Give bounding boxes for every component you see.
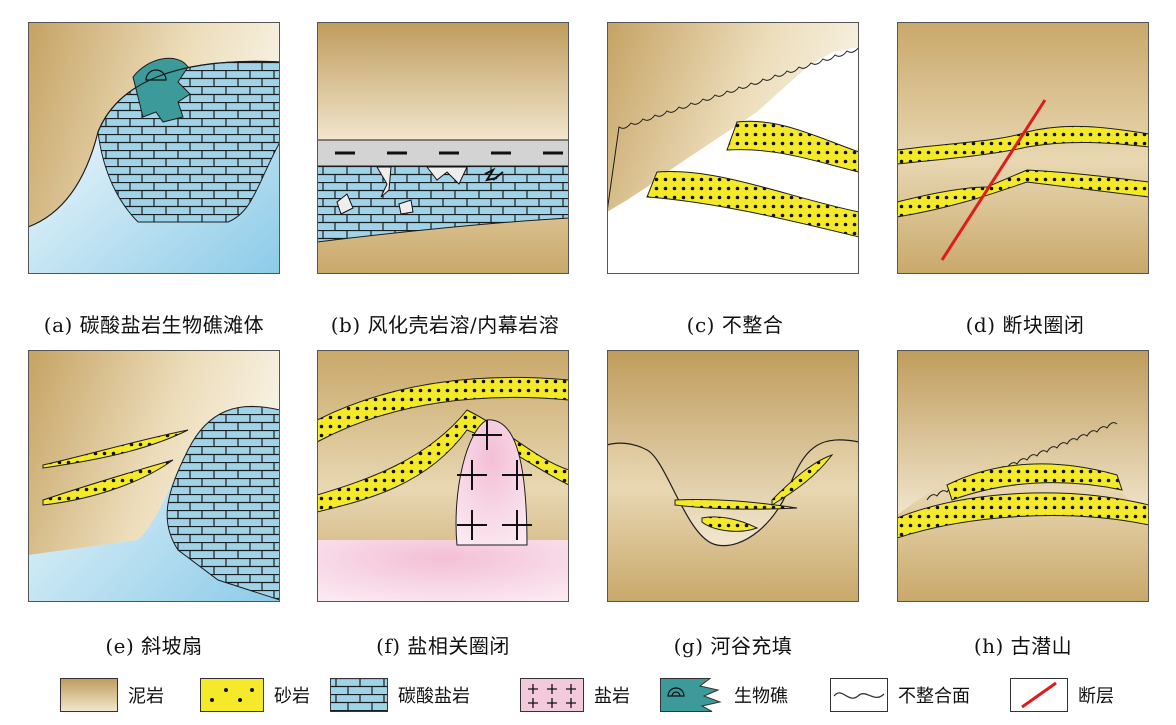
unconformity-swatch-icon [830, 678, 888, 712]
caption-e: (e) 斜坡扇 [105, 634, 203, 658]
mudstone-swatch-icon [60, 678, 118, 712]
legend-reef-label: 生物礁 [734, 686, 788, 707]
panel-fault-block [897, 22, 1149, 274]
legend-mudstone: 泥岩 [60, 675, 164, 715]
legend-carbonate: 碳酸盐岩 [330, 675, 470, 715]
reef-swatch-icon [660, 678, 722, 712]
fault-swatch-icon [1010, 678, 1068, 712]
legend: 泥岩 砂岩 碳酸盐岩 盐岩 生物礁 不整合面 断层 [60, 675, 1160, 715]
caption-c: (c) 不整合 [686, 313, 784, 337]
legend-sandstone: 砂岩 [200, 675, 310, 715]
legend-carbonate-label: 碳酸盐岩 [398, 686, 470, 707]
caption-a: (a) 碳酸盐岩生物礁滩体 [43, 313, 265, 337]
panel-unconformity [607, 22, 859, 274]
legend-salt: 盐岩 [520, 675, 630, 715]
panel-valley-fill [607, 350, 859, 602]
sandstone-swatch-icon [200, 678, 264, 712]
salt-swatch-icon [520, 678, 584, 712]
panel-reef-shoal [28, 22, 280, 274]
legend-fault-label: 断层 [1078, 686, 1114, 707]
legend-sandstone-label: 砂岩 [274, 686, 310, 707]
caption-h: (h) 古潜山 [973, 634, 1073, 658]
legend-mudstone-label: 泥岩 [128, 686, 164, 707]
legend-unconformity: 不整合面 [830, 675, 970, 715]
caption-d: (d) 断块圈闭 [965, 313, 1085, 337]
legend-unconformity-label: 不整合面 [898, 686, 970, 707]
caption-f: (f) 盐相关圈闭 [376, 634, 510, 658]
caption-g: (g) 河谷充填 [673, 634, 793, 658]
carbonate-swatch-icon [330, 678, 388, 712]
panel-karst [317, 22, 569, 274]
panel-buried-hill [897, 350, 1149, 602]
legend-reef: 生物礁 [660, 675, 788, 715]
legend-salt-label: 盐岩 [594, 686, 630, 707]
panel-salt-trap [317, 350, 569, 602]
panel-slope-fan [28, 350, 280, 602]
legend-fault: 断层 [1010, 675, 1114, 715]
caption-b: (b) 风化壳岩溶/内幕岩溶 [330, 313, 560, 337]
